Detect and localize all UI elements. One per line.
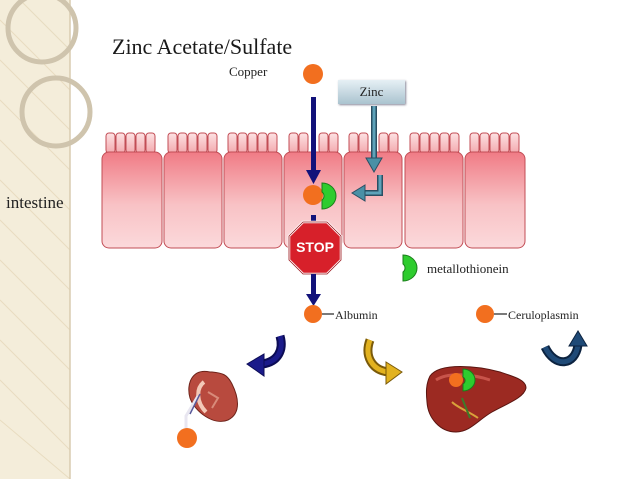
arrow-to-kidney [246, 334, 286, 377]
copper-label: Copper [229, 64, 268, 79]
albumin-label: Albumin [335, 308, 378, 322]
diagram-title: Zinc Acetate/Sulfate [112, 34, 293, 59]
copper-dot [449, 373, 463, 387]
zinc-label-box: Zinc [338, 80, 405, 104]
decorative-band [0, 0, 93, 479]
copper-to-blood-arrow [306, 274, 321, 306]
intestine-cells [101, 132, 526, 249]
intestine-cell [101, 132, 163, 249]
intestine-cell [404, 132, 464, 249]
intestine-cell [163, 132, 223, 249]
metallothionein-label: metallothionein [427, 261, 509, 276]
metallothionein-icon [462, 368, 476, 392]
metallothionein-icon [402, 254, 418, 282]
copper-dot [303, 64, 323, 84]
copper-dot [303, 185, 323, 205]
stop-sign-icon [287, 220, 343, 276]
intestine-cell [464, 132, 526, 249]
ceruloplasmin-label: Ceruloplasmin [508, 308, 579, 322]
intestine-cell [343, 132, 403, 249]
copper-dot [304, 305, 322, 323]
metallothionein-icon [321, 182, 337, 210]
copper-absorption-arrow [311, 215, 316, 225]
copper-dot [177, 428, 197, 448]
liver-icon [425, 366, 527, 433]
copper-absorption-arrow [306, 97, 321, 184]
intestine-cell [223, 132, 283, 249]
stop-label: STOP [296, 239, 334, 255]
copper-dot [476, 305, 494, 323]
zinc-arrow [351, 106, 383, 202]
kidney-icon [184, 370, 238, 430]
arrow-ceruloplasmin-return [540, 330, 588, 367]
arrow-to-liver [363, 338, 403, 385]
intestine-label: intestine [6, 193, 64, 212]
